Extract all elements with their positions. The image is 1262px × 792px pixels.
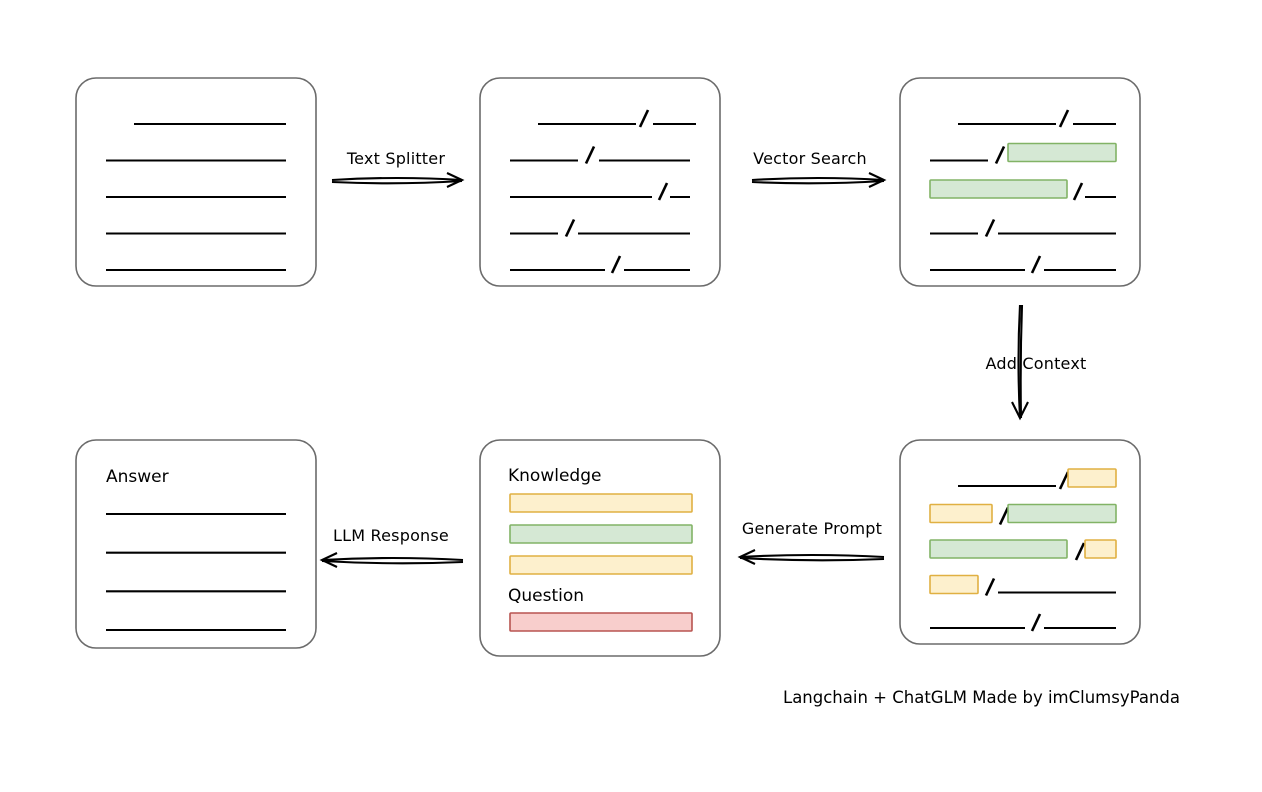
edge-stroke bbox=[321, 556, 464, 562]
diagram-caption: Langchain + ChatGLM Made by imClumsyPand… bbox=[783, 688, 1180, 707]
answer-title: Answer bbox=[106, 467, 169, 487]
arrow-head bbox=[446, 172, 465, 188]
chunk-separator-slash bbox=[1030, 255, 1042, 274]
source-document-card bbox=[75, 77, 317, 287]
edge-label-text-splitter: Text Splitter bbox=[346, 149, 445, 168]
prompt-bar-red bbox=[509, 612, 693, 632]
chunk-separator-slash bbox=[1030, 613, 1042, 632]
edge-stroke-2 bbox=[321, 559, 464, 565]
edge-label-add-context: Add Context bbox=[986, 354, 1087, 373]
prompt-bar-yellow bbox=[509, 493, 693, 513]
chunk-separator-slash bbox=[984, 218, 996, 238]
chunk-separator-slash bbox=[998, 506, 1010, 526]
prompt-bar-yellow bbox=[509, 555, 693, 575]
vector-search-result-card bbox=[899, 77, 1141, 287]
context-added-card bbox=[899, 439, 1141, 645]
edge-add-context: Add Context bbox=[986, 304, 1087, 421]
chunk-separator-slash bbox=[564, 218, 576, 238]
chunk-separator-slash bbox=[638, 109, 650, 128]
highlight-chip-yellow bbox=[1084, 539, 1117, 559]
edge-stroke bbox=[1017, 304, 1022, 419]
chunk-separator-slash bbox=[1058, 471, 1070, 490]
edge-stroke-2 bbox=[751, 179, 885, 185]
highlight-chip-green bbox=[929, 179, 1068, 199]
edge-stroke bbox=[751, 176, 885, 182]
edge-label-vector-search: Vector Search bbox=[753, 149, 867, 168]
source-document-card-frame bbox=[75, 77, 317, 287]
arrow-head bbox=[1011, 401, 1029, 421]
edge-label-generate-prompt: Generate Prompt bbox=[742, 519, 882, 538]
chunk-separator-slash bbox=[610, 255, 622, 274]
edge-text-splitter: Text Splitter bbox=[331, 149, 465, 188]
chunk-separator-slash bbox=[1058, 109, 1070, 128]
edge-generate-prompt: Generate Prompt bbox=[737, 519, 885, 565]
chunk-separator-slash bbox=[657, 182, 669, 201]
highlight-chip-green bbox=[929, 539, 1068, 559]
highlight-chip-yellow bbox=[929, 503, 993, 524]
prompt-section-heading: Knowledge bbox=[508, 466, 601, 486]
answer-card-frame bbox=[75, 439, 317, 649]
highlight-chip-yellow bbox=[1067, 468, 1117, 488]
split-text-card bbox=[479, 77, 721, 287]
highlight-chip-yellow bbox=[929, 574, 979, 595]
chunk-separator-slash bbox=[1074, 542, 1086, 561]
highlight-chip-green bbox=[1007, 503, 1117, 524]
chunk-separator-slash bbox=[994, 145, 1006, 165]
split-text-card-frame bbox=[479, 77, 721, 287]
answer-card: Answer bbox=[75, 439, 317, 649]
edge-stroke-2 bbox=[331, 179, 463, 185]
chunk-separator-slash bbox=[1072, 182, 1084, 201]
chunk-separator-slash bbox=[584, 145, 596, 165]
arrow-head bbox=[868, 172, 887, 188]
highlight-chip-green bbox=[1007, 142, 1117, 163]
edge-stroke bbox=[739, 553, 885, 559]
arrow-head bbox=[737, 549, 756, 565]
edge-stroke-2 bbox=[1019, 304, 1024, 419]
edge-label-llm-response: LLM Response bbox=[333, 526, 449, 545]
chunk-separator-slash bbox=[984, 577, 996, 597]
edge-stroke-2 bbox=[739, 556, 885, 562]
prompt-section-heading: Question bbox=[508, 586, 584, 606]
edge-vector-search: Vector Search bbox=[751, 149, 887, 188]
edge-stroke bbox=[331, 176, 463, 182]
arrow-head bbox=[319, 552, 338, 568]
edge-llm-response: LLM Response bbox=[319, 526, 464, 568]
prompt-bar-green bbox=[509, 524, 693, 544]
